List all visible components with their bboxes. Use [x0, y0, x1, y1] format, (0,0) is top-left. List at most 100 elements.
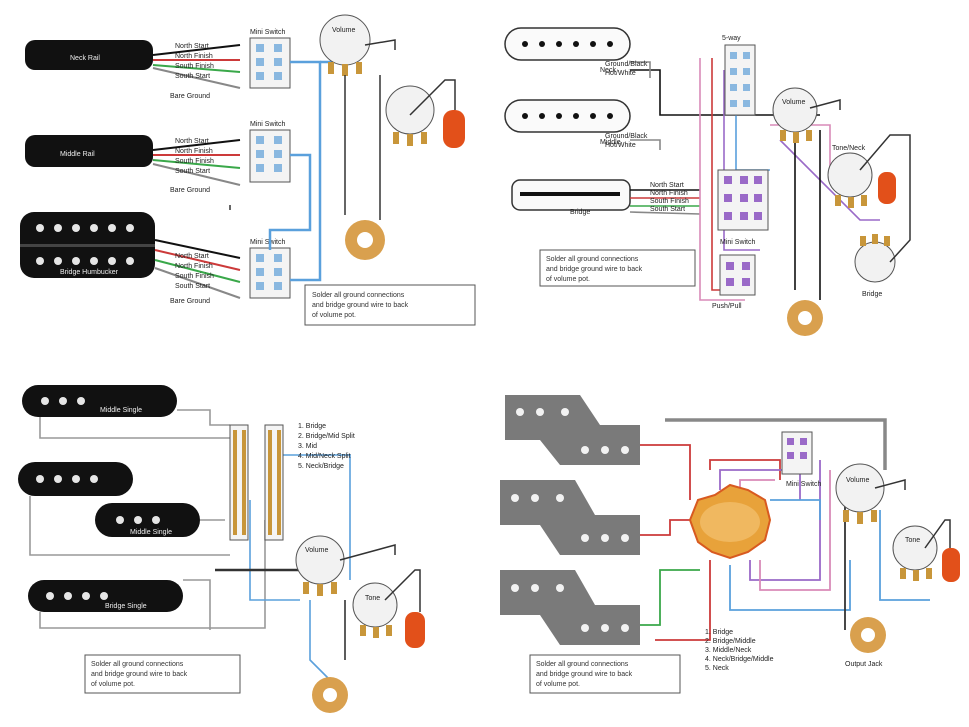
wire-label: Ground/Black — [605, 61, 648, 68]
pickup-label: Bridge — [570, 209, 590, 216]
pickup-icon — [500, 480, 640, 555]
pickup-label: Neck — [600, 67, 616, 74]
wire-label: South Finish — [175, 273, 214, 280]
pickup-icon: Bridge Single — [28, 580, 183, 612]
legend-item: 1. Bridge — [705, 629, 733, 636]
legend-item: 2. Bridge/Middle — [705, 638, 756, 645]
switch-label: Mini Switch — [720, 239, 756, 246]
pot-icon: Tone — [892, 525, 938, 581]
pickup-icon: Middle — [504, 99, 631, 146]
jack-label: Output Jack — [845, 661, 883, 668]
legend-item: 3. Middle/Neck — [705, 647, 752, 654]
pot-label: Volume — [782, 99, 805, 106]
pickup-label: Bridge Single — [105, 603, 147, 610]
switch-label: Mini Switch — [250, 239, 286, 246]
capacitor-icon — [405, 612, 425, 648]
note-line: and bridge ground wire to back — [536, 671, 633, 678]
note-line: of volume pot. — [536, 681, 580, 688]
switch-label: Mini Switch — [786, 481, 822, 488]
diagram-3: Middle Single Middle Single Bridge Singl… — [18, 385, 425, 713]
pickup-label: Neck Rail — [70, 55, 100, 62]
note-line: and bridge ground wire to back — [91, 671, 188, 678]
note-line: Solder all ground connections — [546, 256, 639, 263]
note-line: Solder all ground connections — [312, 292, 405, 299]
output-jack-icon: Output Jack — [845, 617, 886, 668]
pickup-label: Middle Rail — [60, 151, 95, 158]
wire-label: South Start — [175, 168, 210, 175]
pickup-icon: Neck Rail — [25, 40, 153, 70]
wire-label: Ground/Black — [605, 133, 648, 140]
note-line: Solder all ground connections — [91, 661, 184, 668]
legend-item: 1. Bridge — [298, 423, 326, 430]
switch-icon: Mini Switch — [249, 121, 291, 183]
wire-label: South Finish — [650, 198, 689, 205]
wire-label: South Start — [650, 206, 685, 213]
diagram-1: Neck Rail Middle Rail Bridge Humbucker — [20, 14, 476, 326]
wire-label: North Start — [175, 138, 209, 145]
pot-label: Bridge — [862, 291, 882, 298]
switch-icon: Mini Switch — [249, 239, 291, 299]
ground-note: Solder all ground connections and bridge… — [529, 654, 681, 694]
switch-icon: Mini Switch — [717, 169, 769, 246]
switch-icon: 5-way — [722, 35, 756, 116]
capacitor-icon — [942, 548, 960, 582]
pickup-icon: Neck — [504, 27, 631, 74]
pickup-icon — [500, 570, 640, 645]
legend-item: 5. Neck — [705, 665, 729, 672]
switch-icon: Push/Pull — [712, 254, 756, 310]
switch-label: Push/Pull — [712, 303, 742, 310]
note-line: of volume pot. — [91, 681, 135, 688]
pickup-icon — [18, 462, 133, 496]
wire-label: South Start — [175, 73, 210, 80]
capacitor-icon — [878, 172, 896, 204]
note-line: and bridge ground wire to back — [312, 302, 409, 309]
output-jack-icon — [345, 220, 385, 260]
capacitor-icon — [443, 110, 465, 148]
switch-icon: Mini Switch — [781, 431, 822, 488]
legend-item: 4. Mid/Neck Split — [298, 453, 351, 460]
ground-note: Solder all ground connections and bridge… — [84, 654, 241, 694]
pickup-icon: Middle Rail — [25, 135, 153, 167]
pot-label: Tone/Neck — [832, 145, 866, 152]
wire-label: North Start — [650, 182, 684, 189]
note-line: of volume pot. — [312, 312, 356, 319]
pot-icon: Volume — [295, 535, 345, 596]
wire-label: South Start — [175, 283, 210, 290]
pickup-icon: Middle Single — [95, 503, 200, 537]
wire-label: Hot/White — [605, 142, 636, 149]
pickup-label: Middle Single — [100, 407, 142, 414]
legend-item: 4. Neck/Bridge/Middle — [705, 656, 774, 663]
pot-icon — [385, 85, 435, 146]
pickup-label: Middle Single — [130, 529, 172, 536]
wire-label: North Finish — [650, 190, 688, 197]
output-jack-icon — [787, 300, 823, 336]
legend-item: 5. Neck/Bridge — [298, 463, 344, 470]
pickup-label: Middle — [600, 139, 621, 146]
wire-label: North Finish — [175, 263, 213, 270]
pickup-icon: Bridge Humbucker — [20, 212, 155, 278]
diagram-2: Neck Middle Bridge — [504, 27, 911, 336]
pot-icon: Volume — [835, 463, 885, 524]
output-jack-icon — [312, 677, 348, 713]
wire-label: North Finish — [175, 148, 213, 155]
ground-note: Solder all ground connections and bridge… — [304, 284, 476, 326]
wire-label: South Finish — [175, 63, 214, 70]
switch-label: Mini Switch — [250, 121, 286, 128]
wire-label: Bare Ground — [170, 187, 210, 194]
pickup-icon — [505, 395, 640, 465]
pot-icon: Volume — [772, 87, 818, 143]
selector-icon — [688, 483, 772, 560]
pot-label: Tone — [905, 537, 920, 544]
switch-icon — [229, 424, 284, 541]
pot-label: Tone — [365, 595, 380, 602]
pot-icon: Tone — [352, 582, 398, 638]
note-line: and bridge ground wire to back — [546, 266, 643, 273]
pot-icon: Volume — [319, 14, 371, 76]
pot-icon: Bridge — [854, 234, 896, 298]
note-line: of volume pot. — [546, 276, 590, 283]
wire-label: North Finish — [175, 53, 213, 60]
pickup-label: Bridge Humbucker — [60, 269, 119, 276]
diagram-4: Mini Switch Volume Tone Output Jack 1. B… — [500, 395, 960, 694]
pot-icon: Tone/Neck — [827, 145, 873, 208]
